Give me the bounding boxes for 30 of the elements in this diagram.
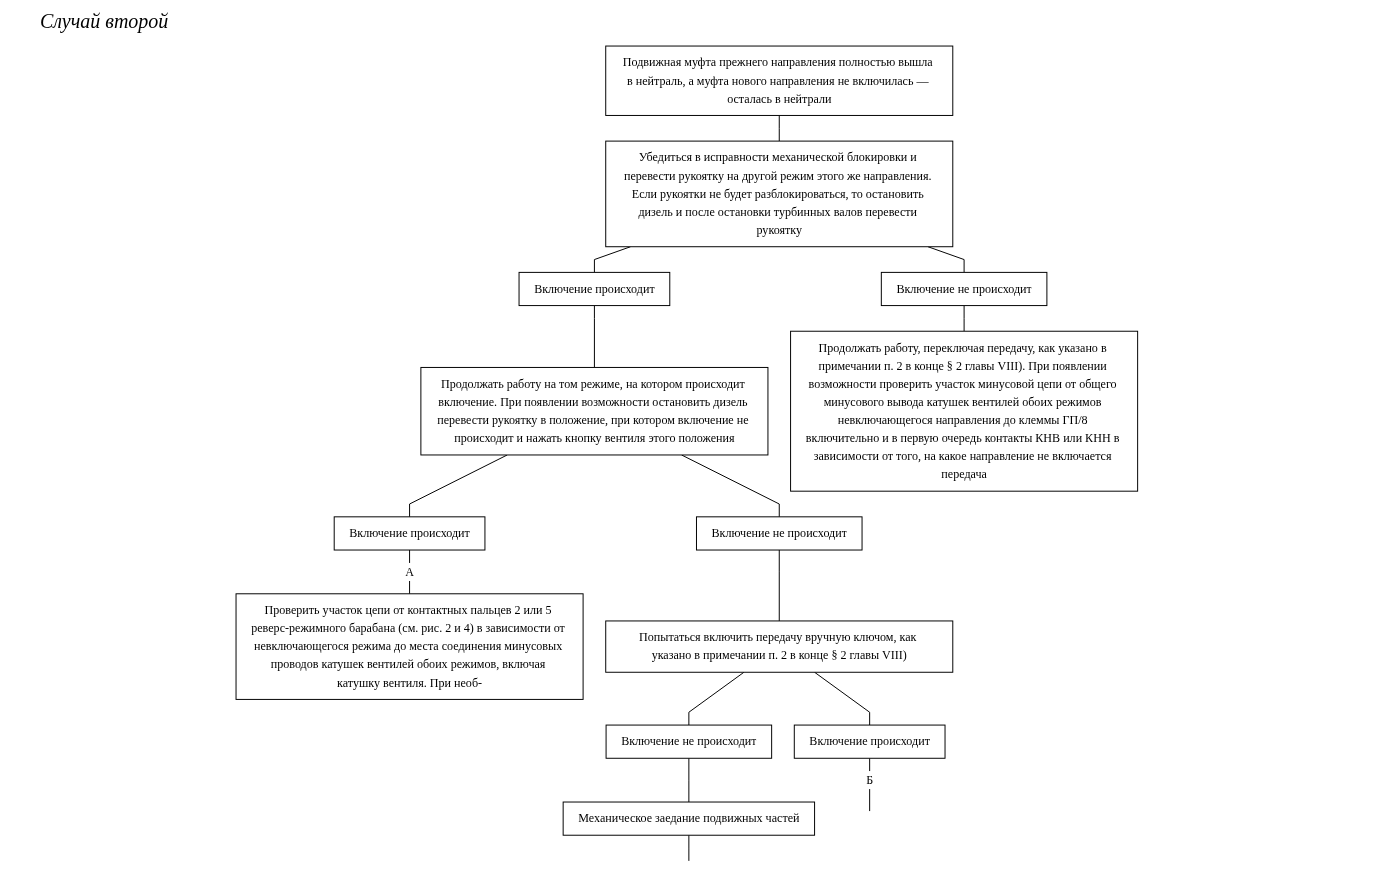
edge-label: А [404, 565, 414, 578]
node-box: Включение происходит [518, 271, 670, 307]
connector [688, 834, 689, 862]
node-box: Включение происходит [333, 516, 486, 551]
node-box: Включение не происходит [605, 724, 772, 759]
connector [868, 757, 870, 812]
connector [408, 454, 508, 518]
connector [927, 246, 965, 273]
node-box: Включение не происходит [695, 516, 863, 551]
node-box: Продолжать работу на том режиме, на котором происходит включение. При появлении возможности остановить дизель перевести рукоятку в положение, при котором включение не происходит и нажать кнопку вентиля этого положения [420, 366, 769, 456]
connector [408, 549, 410, 595]
node-box: Попытаться включить передачу вручную ключом, как указано в примечании п. 2 в конце § 2 главы VIII) [604, 620, 953, 673]
title: Случай второй [40, 10, 169, 33]
connector [688, 671, 745, 726]
node-box: Подвижная муфта прежнего направления полностью вышла в нейтраль, а муфта нового направления не включилась — осталась в нейтрали [604, 45, 953, 116]
node-box: Продолжать работу, переключая передачу, как указано в примечании п. 2 в конце § 2 главы VIII). При появлении возможности проверить участок минусовой цепи от общего минусового вывода катушек вентилей обоих режимов невключающегося направления до клеммы ГП/8 включительно и в первую очередь контакты КНВ или КНН в зависимости от того, на какое направление не включается передача [789, 330, 1138, 492]
connector [688, 757, 689, 803]
edge-label: Б [865, 773, 873, 787]
connector [963, 305, 965, 332]
connector [813, 671, 870, 726]
node-box: Механическое заедание подвижных частей [562, 801, 815, 836]
connector [778, 114, 780, 142]
connector [593, 246, 631, 273]
connector [680, 454, 780, 518]
connector [593, 305, 595, 368]
node-box: Включение происходит [793, 724, 946, 759]
node-box: Проверить участок цепи от контактных пальцев 2 или 5 реверс-режимного барабана (см. рис. 2 и 4) в зависимости от невключающегося режима до места соединения минусовых проводов катушек вентилей обоих режимов, включая катушку вентиля. При необ- [235, 593, 584, 700]
node-box: Убедиться в исправности механической блокировки и перевести рукоятку на другой режим этого же направления. Если рукоятки не будет разблокироваться, то остановить дизель и после остановки турбинных валов перевести рукоятку [604, 140, 953, 248]
connector [778, 549, 780, 622]
node-box: Включение не происходит [880, 271, 1048, 307]
